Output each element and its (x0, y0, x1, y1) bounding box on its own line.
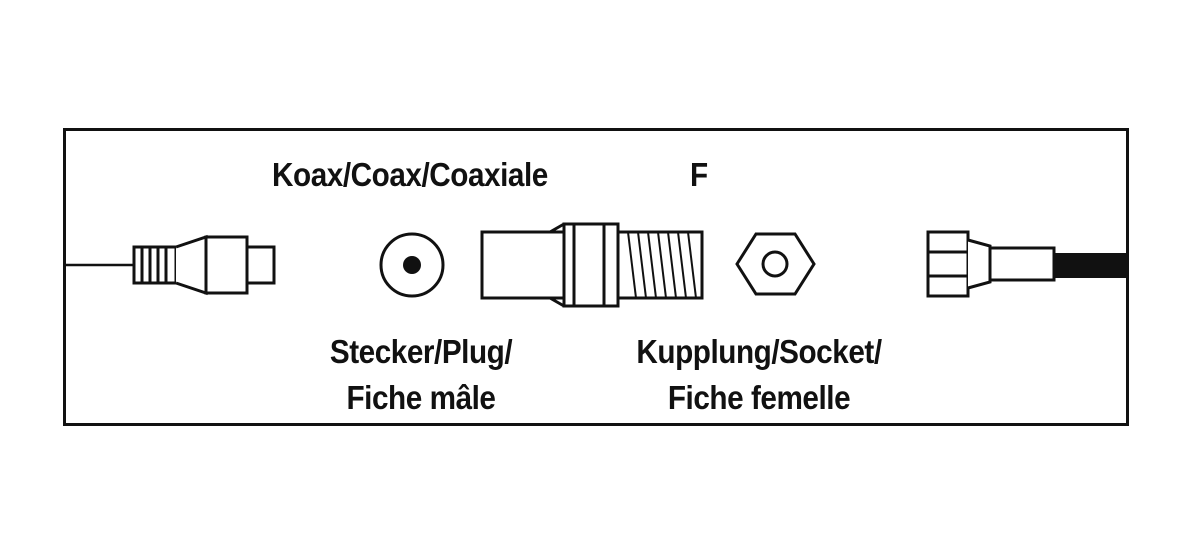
plug-label-line1: Stecker/Plug/ (329, 333, 513, 370)
cable-type-label: Koax/Coax/Coaxiale (272, 156, 548, 193)
coax-plug-icon (66, 234, 276, 296)
plug-label-line2: Fiche mâle (346, 379, 496, 416)
socket-label-line1: Kupplung/Socket/ (636, 333, 882, 370)
connector-type-label: F (690, 156, 708, 193)
plug-front-icon (379, 232, 445, 298)
f-socket-icon (480, 222, 704, 308)
f-plug-icon (926, 230, 1128, 298)
hex-nut-icon (735, 232, 816, 296)
socket-label-line2: Fiche femelle (667, 379, 851, 416)
